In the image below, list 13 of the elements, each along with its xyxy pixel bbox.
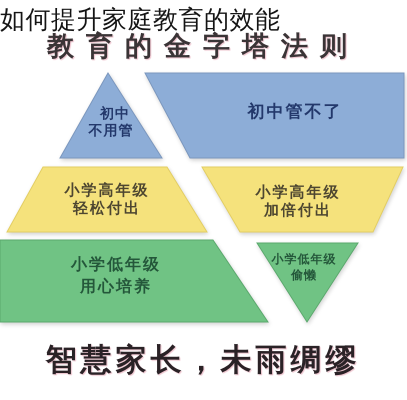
tier-band <box>202 167 403 232</box>
overlay-heading: 如何提升家庭教育的效能 <box>0 7 280 32</box>
tier-label: 初中管不了 <box>248 102 342 122</box>
tier-label: 小学高年级加倍付出 <box>254 183 342 219</box>
slogan-caption: 智慧家长，未雨绸缪 <box>46 345 360 376</box>
tier-label: 小学低年级偷懒 <box>270 250 338 284</box>
tier-label: 初中不用管 <box>87 106 134 140</box>
tier-label: 小学高年级轻松付出 <box>63 181 150 217</box>
inverted-triangle <box>257 243 358 322</box>
apex-triangle <box>60 73 162 158</box>
tier-band <box>7 167 207 232</box>
tier-label: 小学低年级用心培养 <box>70 254 162 298</box>
diagram-title: 教育的金字塔法则 <box>47 33 359 60</box>
